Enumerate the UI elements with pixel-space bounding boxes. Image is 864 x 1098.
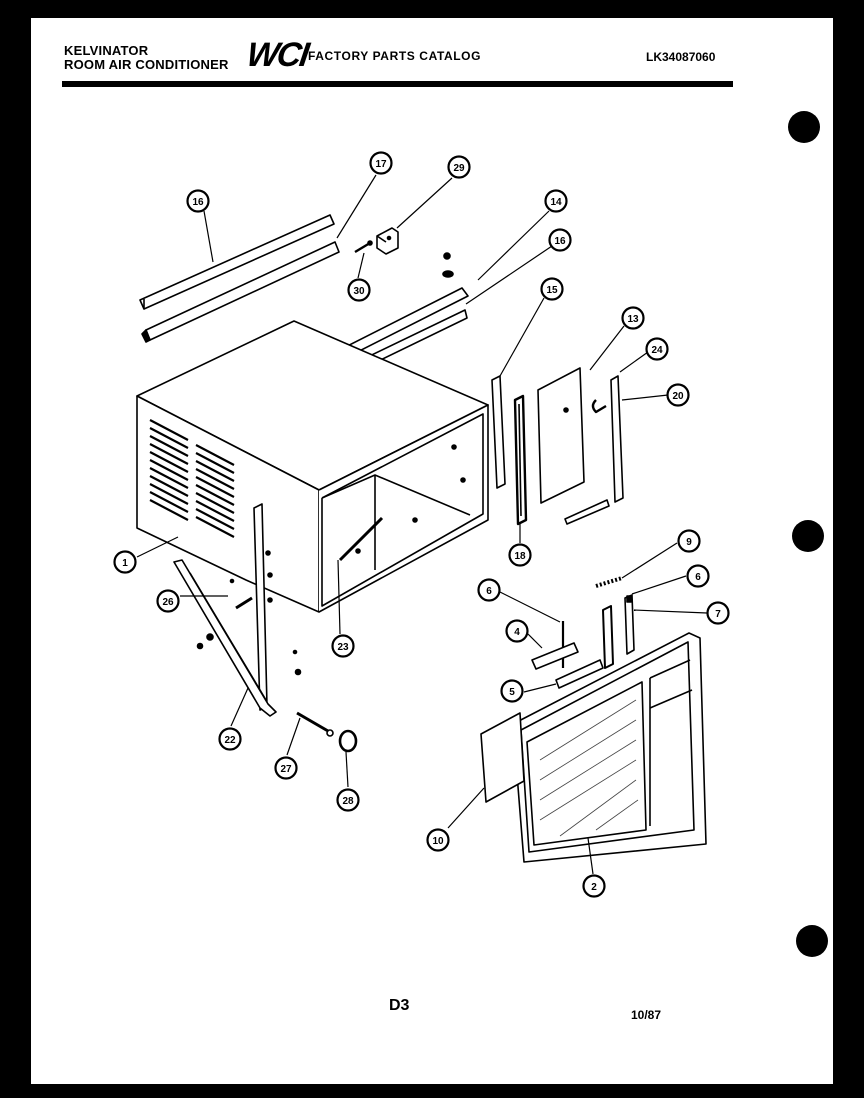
callout-label: 13: [627, 314, 639, 325]
callout-label: 29: [453, 163, 465, 174]
callout-14: 14: [544, 189, 568, 213]
callout-30: 30: [347, 278, 371, 302]
callout-16-front-rail: 16: [548, 228, 572, 252]
spring-part-9: [595, 576, 623, 588]
top-rail-part-16: [139, 214, 335, 310]
callout-18: 18: [508, 543, 532, 567]
callout-26: 26: [156, 589, 180, 613]
bracket-part-6: [602, 594, 635, 669]
latch-part-5: [555, 659, 604, 689]
callout-label: 15: [546, 285, 558, 296]
handle-part-4: [531, 642, 579, 670]
catalog-title: FACTORY PARTS CATALOG: [308, 49, 482, 63]
screw-part-27: [296, 711, 334, 737]
callout-7: 7: [706, 601, 730, 625]
product-line: ROOM AIR CONDITIONER: [64, 57, 229, 72]
callout-9: 9: [677, 529, 701, 553]
callout-1: 1: [113, 550, 137, 574]
callout-label: 6: [486, 586, 492, 597]
callout-label: 28: [342, 796, 354, 807]
callout-label: 14: [550, 197, 562, 208]
callout-6-right: 6: [686, 564, 710, 588]
callout-label: 9: [686, 537, 692, 548]
cap-part-28: [338, 729, 358, 753]
callout-4: 4: [505, 619, 529, 643]
callout-29: 29: [447, 155, 471, 179]
callout-10: 10: [426, 828, 450, 852]
bottom-strip: [564, 499, 610, 525]
curtain-panel-part-13: [537, 367, 585, 504]
callout-5: 5: [500, 679, 524, 703]
nut-and-washer: [442, 252, 454, 278]
filter-part-10: [480, 712, 525, 803]
catalog-date: 10/87: [631, 1008, 662, 1022]
callout-label: 30: [353, 286, 365, 297]
callout-label: 27: [280, 764, 292, 775]
callout-15: 15: [540, 277, 564, 301]
bolt-part-26: [229, 578, 253, 610]
callout-label: 23: [337, 642, 349, 653]
callout-label: 26: [162, 597, 174, 608]
leader-lines: [136, 174, 708, 875]
header-rule: [62, 81, 733, 87]
top-rail-part-17: [141, 241, 340, 343]
callout-label: 16: [192, 197, 204, 208]
binder-hole-middle: [792, 520, 824, 552]
bracket-part-29: [376, 227, 399, 255]
callout-20: 20: [666, 383, 690, 407]
callout-label: 17: [375, 159, 387, 170]
callout-label: 18: [514, 551, 526, 562]
callout-17: 17: [369, 151, 393, 175]
callout-label: 2: [591, 882, 597, 893]
loose-screws: [196, 633, 302, 676]
clip-part-24: [591, 399, 607, 414]
callout-label: 16: [554, 236, 566, 247]
callout-22: 22: [218, 727, 242, 751]
callout-label: 4: [514, 627, 520, 638]
channel-part-15: [491, 375, 506, 489]
side-support-part-22: [173, 503, 277, 717]
page-identifier: D3: [389, 997, 410, 1014]
callout-6-left: 6: [477, 578, 501, 602]
callout-label: 7: [715, 609, 721, 620]
callout-23: 23: [331, 634, 355, 658]
brand-name: KELVINATOR: [64, 43, 149, 58]
callout-label: 5: [509, 687, 515, 698]
screw-part-30: [354, 240, 373, 254]
cabinet-part-1: [136, 320, 489, 613]
callout-24: 24: [645, 337, 669, 361]
callout-28: 28: [336, 788, 360, 812]
model-code: LK34087060: [646, 50, 716, 64]
brand-block: KELVINATOR ROOM AIR CONDITIONER: [64, 44, 229, 72]
callout-label: 20: [672, 391, 684, 402]
callout-label: 1: [122, 558, 128, 569]
callout-label: 6: [695, 572, 701, 583]
callout-27: 27: [274, 756, 298, 780]
binder-hole-top: [788, 111, 820, 143]
callout-label: 22: [224, 735, 236, 746]
callout-label: 24: [651, 345, 663, 356]
channel-part-20: [610, 375, 624, 503]
callout-16-top-rail: 16: [186, 189, 210, 213]
callout-2: 2: [582, 874, 606, 898]
front-grille-part-2: [512, 632, 707, 863]
callout-label: 10: [432, 836, 444, 847]
callout-13: 13: [621, 306, 645, 330]
channel-part-18: [513, 394, 528, 526]
binder-hole-bottom: [796, 925, 828, 957]
